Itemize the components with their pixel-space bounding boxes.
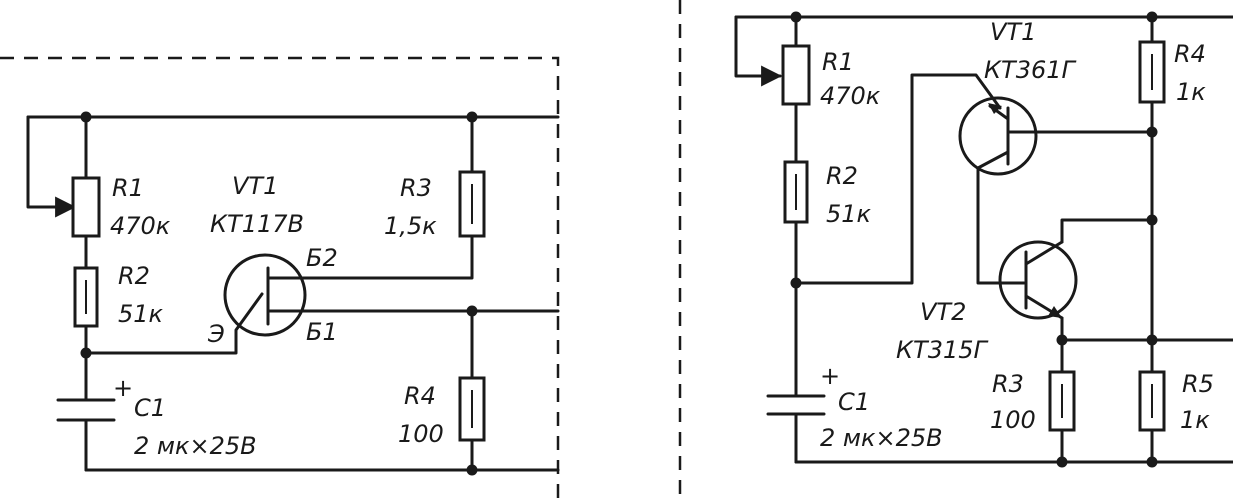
left-vt1-b2-wire [266, 234, 474, 280]
right-r3-ref-label: R3 [992, 370, 1024, 398]
left-vt1-transistor-symbol [223, 253, 307, 337]
right-vt1-transistor-symbol [958, 96, 1038, 176]
left-r1-value-label: 470к [110, 212, 171, 240]
right-junction-dot [1146, 11, 1158, 23]
left-r1-loop-wire [26, 115, 62, 209]
left-junction-dot [80, 347, 92, 359]
left-c1-polarity-mark: + [113, 374, 133, 402]
left-c1-value-label: 2 мк×25В [134, 432, 257, 460]
right-r2-value-label: 51к [826, 200, 872, 228]
left-vt1-emitter-pin-label: Э [207, 320, 225, 348]
right-junction-dot [1056, 456, 1068, 468]
right-r3-value-label: 100 [990, 406, 1036, 434]
left-r2-value-label: 51к [118, 300, 164, 328]
right-vt1-type-label: КТ361Г [984, 56, 1077, 84]
right-vt1-emitter-arrow [988, 103, 1002, 114]
right-junction-dot [1146, 126, 1158, 138]
left-dashed-boundary [0, 56, 560, 498]
left-r1-resistor [71, 176, 101, 238]
right-junction-dot [1146, 214, 1158, 226]
right-c1-polarity-mark: + [820, 362, 840, 390]
left-r2-ref-label: R2 [118, 262, 150, 290]
right-junction-dot [1146, 334, 1158, 346]
right-vt2-transistor-symbol [998, 240, 1078, 320]
right-vt2-emitter-arrow [1048, 306, 1062, 318]
right-vt1-ref-label: VT1 [990, 18, 1036, 46]
left-junction-dot [466, 464, 478, 476]
left-vt1-ref-label: VT1 [232, 172, 278, 200]
left-r3-ref-label: R3 [400, 174, 432, 202]
right-vt1-collector-lead [976, 150, 1010, 170]
right-vt2-ref-label: VT2 [920, 298, 966, 326]
right-junction-dot [1056, 334, 1068, 346]
left-junction-dot [80, 111, 92, 123]
left-vt1-b1-pin-label: Б1 [306, 318, 338, 346]
right-vt2-collector-lead [1024, 240, 1064, 266]
right-junction-dot [790, 11, 802, 23]
left-vt1-type-label: КТ117В [210, 210, 304, 238]
left-r3-value-label: 1,5к [384, 212, 437, 240]
right-junction-dot [790, 277, 802, 289]
right-circuit: R1 470к R2 51к VT1 КТ361Г VT2 КТ315Г + C… [734, 11, 1233, 468]
right-r1-resistor [781, 44, 811, 106]
left-junction-dot [466, 305, 478, 317]
left-c1-ref-label: C1 [134, 394, 166, 422]
right-r5-ref-label: R5 [1182, 370, 1214, 398]
left-vt1-b2-pin-label: Б2 [306, 244, 338, 272]
right-r2-ref-label: R2 [826, 162, 858, 190]
right-r1-value-label: 470к [820, 82, 881, 110]
left-junction-dot [466, 111, 478, 123]
right-c1-value-label: 2 мк×25В [820, 424, 943, 452]
right-r1-ref-label: R1 [822, 48, 854, 76]
right-c1-ref-label: C1 [838, 388, 870, 416]
right-feedback-wire [794, 73, 1002, 285]
right-r4-value-label: 1к [1176, 78, 1206, 106]
right-vt1-collector-wire [976, 166, 1026, 285]
right-r4-ref-label: R4 [1174, 40, 1206, 68]
right-r5-value-label: 1к [1180, 406, 1210, 434]
right-junction-dot [1146, 456, 1158, 468]
left-emitter-wire [84, 292, 264, 355]
left-r4-value-label: 100 [398, 420, 444, 448]
left-circuit: R1 470к R2 51к + C1 2 мк×25В VT1 КТ117В … [0, 56, 560, 498]
right-vt2-type-label: КТ315Г [896, 336, 989, 364]
left-r1-ref-label: R1 [112, 174, 144, 202]
left-r4-ref-label: R4 [404, 382, 436, 410]
right-r1-loop-wire [734, 15, 766, 78]
right-vt2-emitter-wire [1060, 316, 1233, 342]
right-vt2-collector-wire [1060, 218, 1154, 244]
